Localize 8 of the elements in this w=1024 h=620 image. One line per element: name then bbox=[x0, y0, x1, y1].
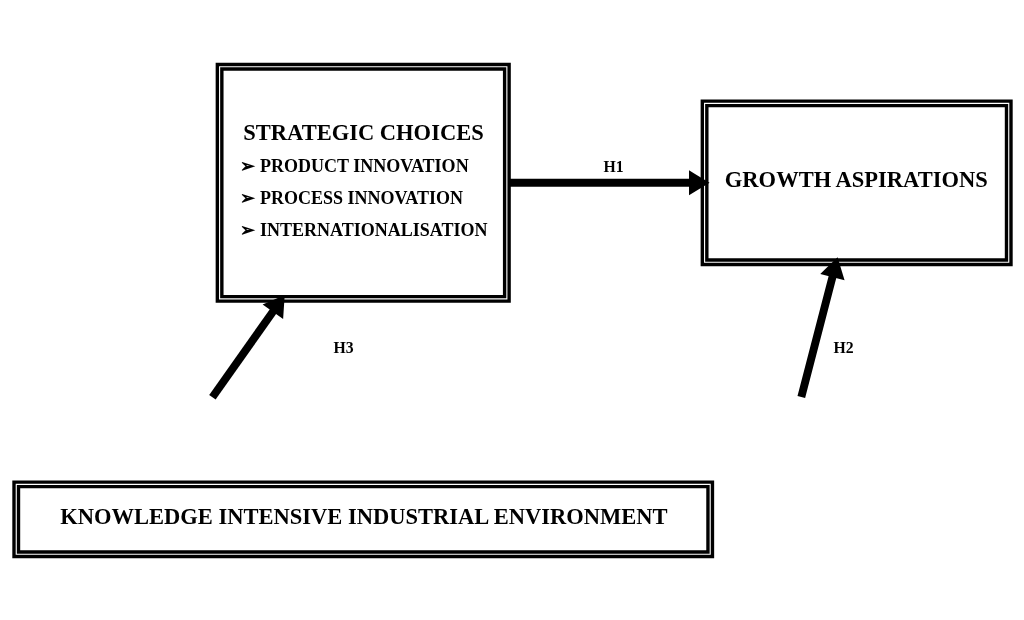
edge-label: H1 bbox=[602, 157, 624, 175]
edge-label: H2 bbox=[833, 338, 854, 356]
arrow bbox=[797, 256, 845, 398]
arrow bbox=[508, 169, 710, 195]
node-box: STRATEGIC CHOICES ➢ PRODUCT INNOVATION ➢ PROCESS INNOVATION ➢ INTERNATIONALISATION bbox=[215, 62, 511, 303]
edge-label: H3 bbox=[332, 338, 354, 356]
node-box: GROWTH ASPIRATIONS bbox=[700, 98, 1013, 266]
node-box: KNOWLEDGE INTENSIVE INDUSTRIAL ENVIRONMENT bbox=[11, 479, 714, 558]
